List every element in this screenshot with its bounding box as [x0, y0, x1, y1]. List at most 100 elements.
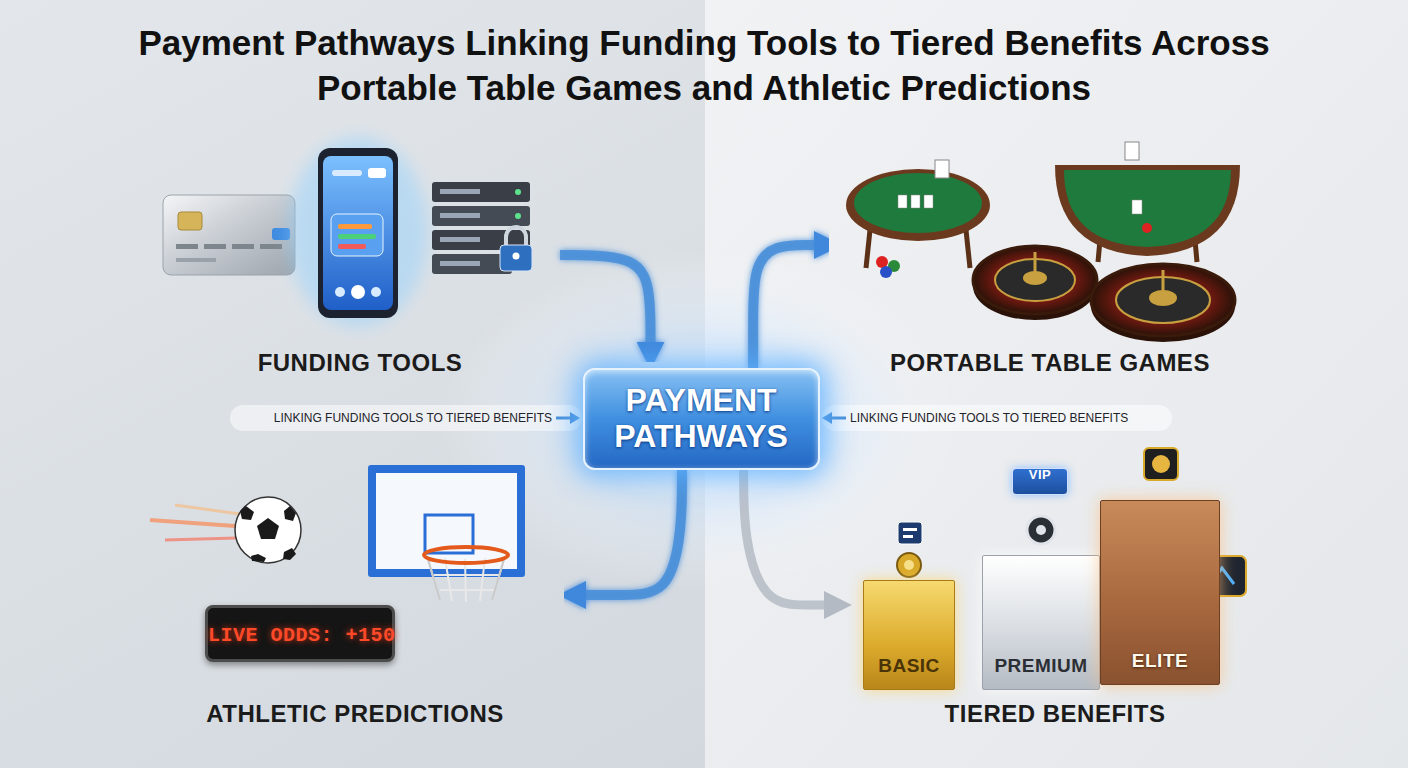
phone-icon — [323, 156, 393, 310]
roulette-wheel-icon — [973, 246, 1235, 342]
credit-card-icon — [163, 195, 295, 275]
lock-icon — [500, 245, 532, 271]
poker-table-icon — [911, 195, 920, 208]
credit-card-icon — [163, 195, 295, 275]
node-text: ELITE — [1101, 650, 1219, 672]
phone-icon — [318, 148, 398, 318]
server-icon — [440, 261, 480, 266]
tier-icons — [1144, 448, 1178, 480]
poker-table-icon — [880, 266, 892, 278]
phone-icon — [368, 168, 386, 178]
basketball-hoop-icon — [368, 465, 525, 577]
odds-scoreboard: LIVE ODDS: +150 — [205, 605, 395, 662]
phone-icon — [335, 287, 345, 297]
roulette-wheel-icon — [1091, 264, 1235, 336]
roulette-wheel-icon — [1162, 270, 1165, 298]
tier-podium: PREMIUM — [982, 555, 1100, 690]
tier-icons — [1152, 455, 1170, 473]
blackjack-table-icon — [1055, 165, 1240, 256]
node-text: ATHLETIC PREDICTIONS — [150, 700, 560, 728]
athletic-predictions-group: ATHLETIC PREDICTIONS LIVE ODDS: +150 — [150, 460, 560, 740]
poker-table-icon — [935, 160, 949, 178]
node-text: FUNDING TOOLS — [160, 349, 560, 377]
basketball-hoop-icon — [368, 465, 525, 602]
soccer-ball-icon — [175, 505, 240, 514]
tier-icons — [904, 560, 914, 570]
node-text: PREMIUM — [983, 655, 1099, 677]
soccer-ball-icon — [284, 506, 296, 521]
tier-icons — [903, 535, 913, 538]
server-icon — [440, 189, 480, 194]
phone-icon — [351, 285, 365, 299]
credit-card-icon — [176, 244, 198, 249]
basketball-hoop-icon — [376, 473, 517, 569]
phone-icon — [371, 287, 381, 297]
server-icon — [440, 213, 480, 218]
blackjack-table-icon — [1055, 142, 1240, 262]
node-text: PORTABLE TABLE GAMES — [840, 349, 1260, 377]
diagram-title: Payment Pathways Linking Funding Tools t… — [104, 20, 1304, 110]
blackjack-table-icon — [1132, 200, 1142, 214]
soccer-ball-icon — [150, 497, 301, 563]
hub-box: PAYMENT PATHWAYS — [583, 368, 820, 470]
soccer-ball-icon — [150, 520, 235, 526]
soccer-ball-icon — [257, 518, 279, 539]
side-arrow — [822, 412, 832, 424]
side-arrow — [556, 417, 572, 420]
credit-card-icon — [204, 244, 226, 249]
lock-icon — [500, 227, 532, 271]
tier-podium: ELITE — [1100, 500, 1220, 685]
phone-icon — [338, 234, 376, 239]
lock-icon — [506, 227, 526, 246]
soccer-ball-icon — [240, 506, 254, 520]
server-icon — [440, 237, 480, 242]
node-text: VIP — [1013, 467, 1067, 482]
tier-icons — [897, 553, 921, 577]
flow-caption: LINKING FUNDING TOOLS TO TIERED BENEFITS — [274, 410, 552, 426]
blackjack-table-icon — [1064, 170, 1231, 247]
phone-icon — [338, 244, 366, 249]
background — [230, 405, 582, 431]
vip-badge: VIP — [1012, 468, 1068, 495]
credit-card-icon — [232, 244, 254, 249]
tier-icons — [898, 522, 922, 544]
phone-icon — [331, 214, 383, 256]
node-text: BASIC — [864, 655, 954, 677]
tier-icons — [1036, 525, 1046, 535]
flow-caption: LINKING FUNDING TOOLS TO TIERED BENEFITS — [850, 410, 1128, 426]
soccer-ball-icon — [165, 538, 236, 540]
tier-podium: BASIC — [863, 580, 955, 690]
roulette-wheel-icon — [1034, 252, 1037, 278]
lock-icon — [513, 253, 520, 260]
flow-arrow — [744, 470, 826, 605]
flow-arrow — [584, 470, 682, 595]
phone-icon — [338, 224, 372, 229]
phone-icon — [332, 170, 362, 176]
node-text: TIERED BENEFITS — [850, 700, 1260, 728]
poker-table-icon — [846, 169, 990, 241]
server-icon — [432, 182, 530, 202]
blackjack-table-icon — [1125, 142, 1139, 160]
background — [822, 405, 1172, 431]
side-arrow — [570, 412, 580, 424]
phone-icon — [288, 137, 428, 327]
flow-arrow — [753, 245, 816, 368]
blackjack-table-icon — [1142, 223, 1152, 233]
poker-table-icon — [924, 195, 933, 208]
funding-tools-group: FUNDING TOOLS — [160, 140, 560, 385]
credit-card-icon — [260, 244, 282, 249]
tier-icons — [1027, 516, 1055, 544]
poker-table-icon — [866, 230, 870, 268]
table-games-group: PORTABLE TABLE GAMES — [840, 140, 1260, 385]
node-text: LIVE ODDS: +150 — [208, 624, 392, 647]
poker-table-icon — [966, 230, 970, 268]
credit-card-icon — [272, 228, 290, 240]
soccer-ball-icon — [235, 497, 301, 563]
side-arrow — [830, 417, 846, 420]
soccer-ball-icon — [283, 548, 296, 560]
credit-card-icon — [176, 258, 216, 262]
server-icon — [515, 189, 521, 195]
